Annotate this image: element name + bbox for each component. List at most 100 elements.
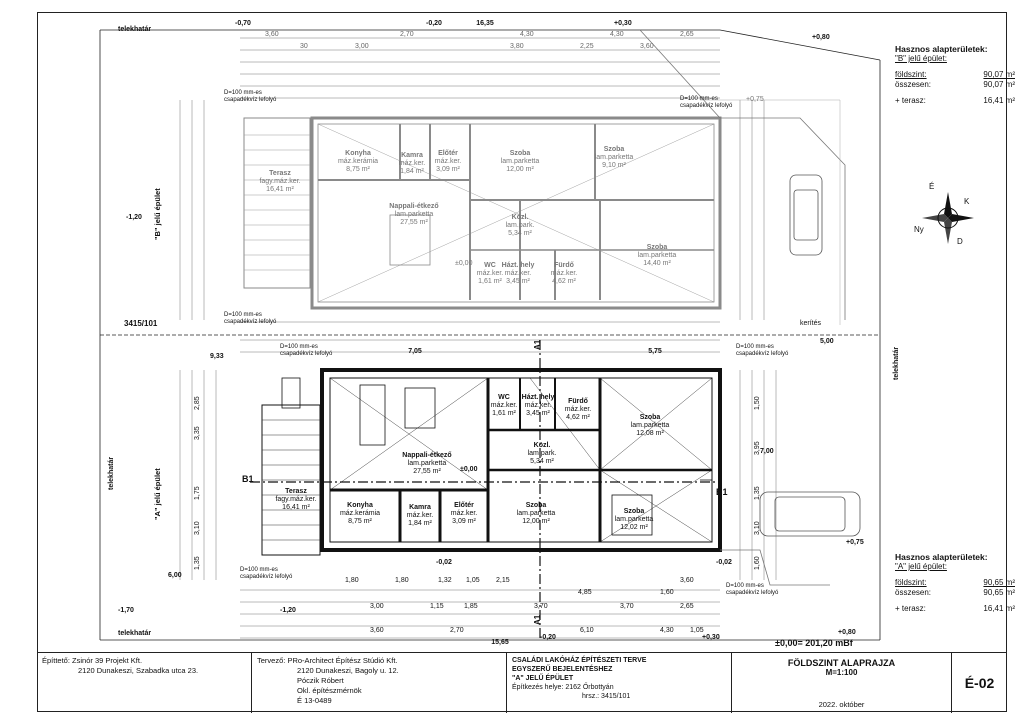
title-block-project: CSALÁDI LAKÓHÁZ ÉPÍTÉSZETI TERVE EGYSZER… xyxy=(507,653,732,713)
title-block-drawing: FÖLDSZINT ALAPRAJZA M=1:100 2022. októbe… xyxy=(732,653,952,713)
dim-top-row1-1: 2,70 xyxy=(400,31,414,38)
parking-cars xyxy=(759,174,861,537)
area-a-title: Hasznos alapterületek: xyxy=(895,552,988,562)
compass-icon xyxy=(922,192,974,244)
downpipe-note-a-right: D=100 mm-es csapadékvíz lefolyó xyxy=(736,344,789,357)
dim-right-col-3: 3,10 xyxy=(754,521,761,535)
dim-right-col-2: 1,35 xyxy=(754,486,761,500)
dim-bottom-row2-0: 3,00 xyxy=(370,603,384,610)
a-building-side-label: "A" jelű épület xyxy=(153,468,162,520)
compass-north-label: É xyxy=(929,182,935,191)
dim-bottom-row1-3: 1,05 xyxy=(466,577,480,584)
area-b-terasz-row: + terasz:16,41 m² xyxy=(895,96,1015,105)
dim-bottom-row1-0: 1,80 xyxy=(345,577,359,584)
area-b-foldszint-row: földszint:90,07 m² xyxy=(895,70,1015,79)
property-line-label-right: telekhatár xyxy=(893,346,900,380)
dim-a-bottom: 5,00 xyxy=(820,338,834,345)
area-b-title: Hasznos alapterületek: xyxy=(895,44,988,54)
level-bottom-right: +0,80 xyxy=(838,629,856,636)
dimension-lines xyxy=(179,37,777,639)
section-mark-a1-bottom: A1 xyxy=(533,614,542,625)
dim-a-side: 9,33 xyxy=(210,353,224,360)
downpipe-note-a-bottom: D=100 mm-es csapadékvíz lefolyó xyxy=(240,567,293,580)
dim-bottom-row2-1: 1,15 xyxy=(430,603,444,610)
dim-bottom-row1-2: 1,32 xyxy=(438,577,452,584)
dim-total-bottom: 15,65 xyxy=(491,639,509,646)
b-terrace-boards xyxy=(244,134,310,271)
a-room-kozl: Közl.lam.park.5,34 m² xyxy=(527,442,557,465)
section-line xyxy=(250,340,720,640)
dim-top-row2-0: 30 xyxy=(300,43,308,50)
level-left-b: -1,20 xyxy=(126,214,142,221)
area-b-osszesen-row: összesen:90,07 m² xyxy=(895,80,1015,89)
area-a-terasz-row: + terasz:16,41 m² xyxy=(895,604,1015,613)
level-bottom-mid: -0,20 xyxy=(540,634,556,641)
downpipe-note-b-bottom: D=100 mm-es csapadékvíz lefolyó xyxy=(224,312,277,325)
b-building-walls xyxy=(243,116,722,310)
dim-left-col-1: 3,10 xyxy=(194,521,201,535)
sheet-frame xyxy=(37,12,1007,712)
compass-west-label: Ny xyxy=(914,225,924,234)
dim-top-row2-4: 3,60 xyxy=(640,43,654,50)
level-bottom-left: -1,70 xyxy=(118,607,134,614)
fence-label: kerítés xyxy=(800,320,822,327)
dim-top-row1-4: 2,65 xyxy=(680,31,694,38)
dim-bottom-row3-4: 1,05 xyxy=(690,627,704,634)
title-block-sheet-number: É-02 xyxy=(964,675,995,691)
downpipe-note-b-right: D=100 mm-es csapadékvíz lefolyó xyxy=(680,96,733,109)
dim-bottom-row1-1: 1,80 xyxy=(395,577,409,584)
dim-bottom-row2-3: 3,70 xyxy=(534,603,548,610)
section-mark-b1-left: B1 xyxy=(242,474,254,484)
property-line-label-bottom: telekhatár xyxy=(118,630,152,637)
dim-right-col-1: 3,95 xyxy=(754,441,761,455)
roof-outline xyxy=(700,99,841,325)
dim-bottom-row2-2: 1,85 xyxy=(464,603,478,610)
property-line-label-left: telekhatár xyxy=(108,456,115,490)
section-mark-b1-right: B1 xyxy=(716,487,728,497)
level-plus-075: +0,75 xyxy=(846,539,864,546)
a-terrace-boards xyxy=(262,419,320,541)
level-top-right: +0,80 xyxy=(812,34,830,41)
downpipe-note-b-left: D=100 mm-es csapadékvíz lefolyó xyxy=(224,90,277,103)
b-building-side-label: "B" jelű épület xyxy=(153,188,162,240)
dim-bottom-row1-5: 4,85 xyxy=(578,589,592,596)
dim-a-side-top: 6,00 xyxy=(168,572,182,579)
area-table-a: Hasznos alapterületek: "A" jelű épület: … xyxy=(895,552,1015,614)
section-mark-a1-top: A1 xyxy=(533,339,542,350)
dim-left-col-3: 3,35 xyxy=(194,426,201,440)
dim-top-row2-2: 3,80 xyxy=(510,43,524,50)
dim-top-row1-3: 4,30 xyxy=(610,31,624,38)
property-line-label-top: telekhatár xyxy=(118,26,152,33)
level-top-mid: -0,20 xyxy=(426,20,442,27)
dim-total-top: 16,35 xyxy=(476,20,494,27)
dim-left-col-0: 1,35 xyxy=(194,556,201,570)
dim-bottom-row3-2: 6,10 xyxy=(580,627,594,634)
dim-top-row1-0: 3,60 xyxy=(265,31,279,38)
area-b-subtitle: "B" jelű épület: xyxy=(895,54,947,63)
area-a-osszesen-row: összesen:90,65 m² xyxy=(895,588,1015,597)
level-plus-075-top: +0,75 xyxy=(746,96,764,103)
compass-south-label: D xyxy=(957,237,963,246)
dim-a-side-right: 7,00 xyxy=(760,448,774,455)
title-block-builder: Építtető: Zsinór 39 Projekt Kft. 2120 Du… xyxy=(37,653,252,713)
dim-right-col-0: 1,50 xyxy=(754,396,761,410)
property-lines xyxy=(99,29,881,641)
downpipe-note-a-top: D=100 mm-es csapadékvíz lefolyó xyxy=(280,344,333,357)
dim-a-width-right: 5,75 xyxy=(648,348,662,355)
compass-east-label: K xyxy=(964,197,970,206)
dim-bottom-row1-6: 1,60 xyxy=(660,589,674,596)
area-table-b: Hasznos alapterületek: "B" jelű épület: … xyxy=(895,44,1015,106)
